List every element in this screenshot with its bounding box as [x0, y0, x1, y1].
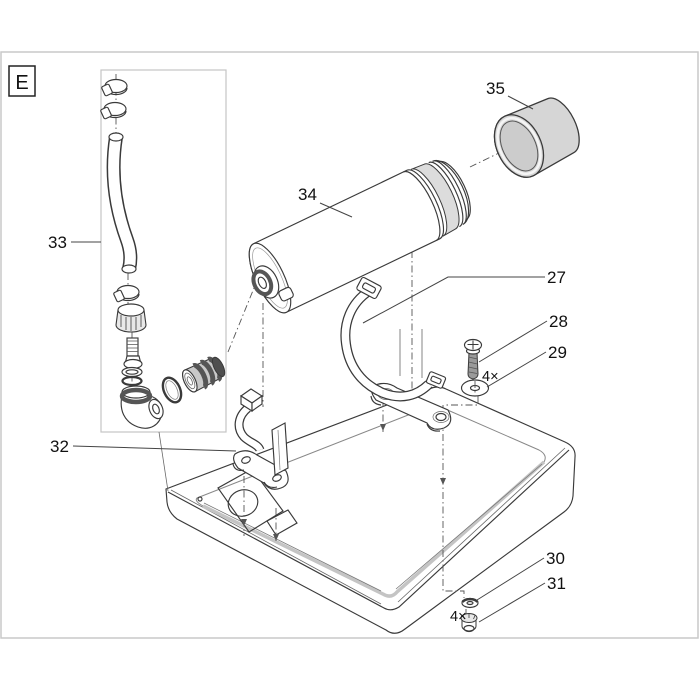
screw-28: [463, 338, 483, 380]
part-label-27: 27: [547, 268, 566, 287]
quantity-label-screws-28: 4×: [482, 369, 499, 385]
quantity-label-nuts-31: 4×: [450, 609, 467, 625]
leader-35: [507, 95, 534, 110]
plate-hole-small: [197, 496, 203, 502]
leader-29: [486, 351, 547, 388]
section-label: E: [15, 72, 28, 94]
washer-29: [460, 379, 490, 397]
part-label-33: 33: [48, 233, 67, 252]
holder-bracket-32: [232, 388, 289, 490]
barbed-adapter: [182, 356, 226, 393]
hose-assembly-box: [100, 69, 227, 433]
hose-clamp-bottom: [113, 284, 140, 303]
part-label-32: 32: [50, 437, 69, 456]
pump-band: [410, 163, 460, 237]
part-label-31: 31: [547, 574, 566, 593]
bracket-32-clip: [239, 388, 264, 413]
part-label-29: 29: [548, 343, 567, 362]
hose: [106, 132, 138, 274]
part-label-35: 35: [486, 79, 505, 98]
leader-32: [72, 445, 237, 452]
o-ring-small: [121, 375, 143, 387]
elbow-fitting: [119, 385, 164, 429]
leader-lines: [71, 95, 548, 623]
hose-clamp-upper: [101, 78, 128, 97]
hose-assembly-33: [100, 78, 226, 429]
leader-27: [362, 276, 545, 324]
leader-30: [476, 557, 545, 601]
leader-34: [319, 202, 353, 218]
part-label-28: 28: [549, 312, 568, 331]
pump-body: [248, 160, 471, 314]
clamp-bracket-27: [340, 276, 452, 432]
part-label-34: 34: [298, 185, 317, 204]
section-label-box: E: [8, 65, 36, 97]
base-plate: [165, 386, 576, 634]
union-nut: [115, 303, 147, 333]
washer-30: [461, 597, 479, 609]
leader-28: [478, 320, 548, 363]
nut-31: [460, 613, 478, 633]
part-label-30: 30: [546, 549, 565, 568]
leader-31: [478, 582, 546, 623]
plate-cutout: [217, 468, 298, 536]
hose-clamp-lower: [100, 101, 127, 120]
flat-washer: [121, 366, 143, 378]
sleeve-cap-35: [493, 97, 580, 178]
part-number-labels: 33 32 34 35 27 28 29 30 31 4× 4×: [48, 79, 568, 625]
o-ring-large: [161, 376, 183, 404]
pump-inlet-connector: [251, 265, 280, 299]
